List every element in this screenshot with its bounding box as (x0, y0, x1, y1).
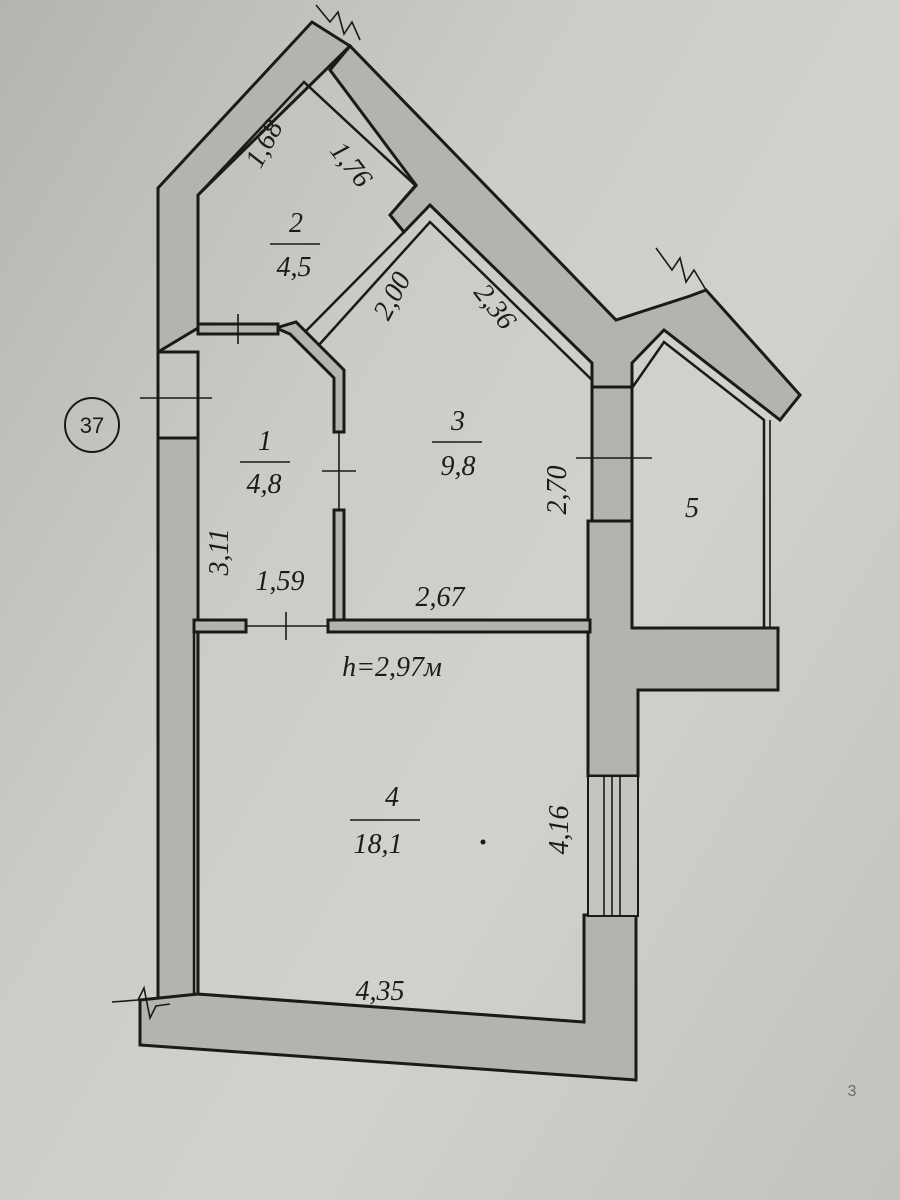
room4-area: 18,1 (354, 829, 403, 860)
window-frame (587, 775, 639, 917)
dim-room3-width: 2,67 (416, 582, 466, 613)
corner-mark: 3 (848, 1083, 857, 1100)
left-outer-wall (156, 20, 353, 355)
room4-outline (192, 632, 585, 1024)
wall-3-4 (326, 618, 592, 634)
break-mark-bottom (111, 985, 171, 1021)
room2-number: 2 (289, 208, 303, 239)
left-wall-segment (156, 350, 200, 440)
room3-number: 3 (450, 406, 465, 437)
partition-1-3 (271, 320, 346, 434)
room1-number: 1 (258, 426, 272, 457)
break-mark-top (315, 4, 361, 41)
partition-1-3-lower (332, 508, 346, 624)
dim-room4-height: 4,16 (544, 806, 575, 855)
room2-area: 4,5 (277, 252, 312, 283)
plan-number-badge (64, 397, 120, 453)
dim-room4-width: 4,35 (356, 976, 405, 1007)
room4-number: 4 (385, 782, 399, 813)
dim-room3-height: 2,70 (542, 466, 573, 515)
wall-1-4-left (192, 618, 248, 634)
room1-area: 4,8 (247, 469, 282, 500)
room3-top-wall (317, 220, 593, 381)
room2-wall (197, 80, 418, 334)
ceiling-height: h=2,97м (342, 652, 442, 683)
dim-room1-width: 1,59 (256, 566, 305, 597)
room3-area: 9,8 (441, 451, 476, 482)
central-wall-upper (590, 385, 634, 523)
break-mark-right (655, 247, 707, 291)
left-outer-wall-lower (156, 436, 200, 1002)
dim-room1-height: 3,11 (204, 529, 235, 577)
plan-number: 37 (80, 413, 104, 438)
central-wall-lower (586, 519, 780, 778)
dim-room3-a: 2,00 (367, 267, 417, 325)
room5-number: 5 (685, 493, 699, 524)
top-right-outer-wall (328, 43, 802, 423)
room4-dot (480, 839, 486, 845)
